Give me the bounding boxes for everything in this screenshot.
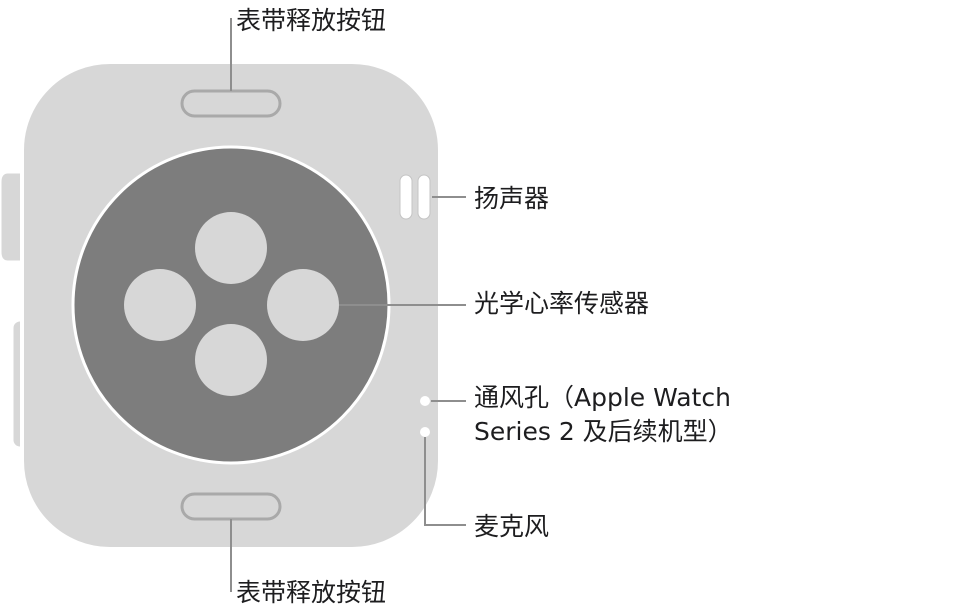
label-microphone: 麦克风: [474, 512, 550, 541]
label-vent-line-1: 通风孔（Apple Watch: [474, 383, 731, 412]
microphone-hole: [420, 427, 430, 437]
speaker-slot-left: [399, 174, 413, 220]
sensor-lens-top: [195, 212, 267, 284]
label-band-release-top: 表带释放按钮: [236, 6, 387, 35]
label-band-release-bottom: 表带释放按钮: [236, 578, 387, 607]
leader-line-microphone: [424, 437, 466, 526]
label-speaker: 扬声器: [474, 184, 550, 213]
speaker-slot-right: [417, 174, 431, 220]
vent-hole: [420, 396, 430, 406]
digital-crown: [0, 170, 28, 264]
label-vent-line-2: Series 2 及后续机型）: [474, 417, 733, 446]
label-heart-rate-sensor: 光学心率传感器: [474, 289, 650, 318]
sensor-lens-left: [124, 269, 196, 341]
sensor-lens-bottom: [195, 324, 267, 396]
sensor-lens-right: [267, 269, 339, 341]
